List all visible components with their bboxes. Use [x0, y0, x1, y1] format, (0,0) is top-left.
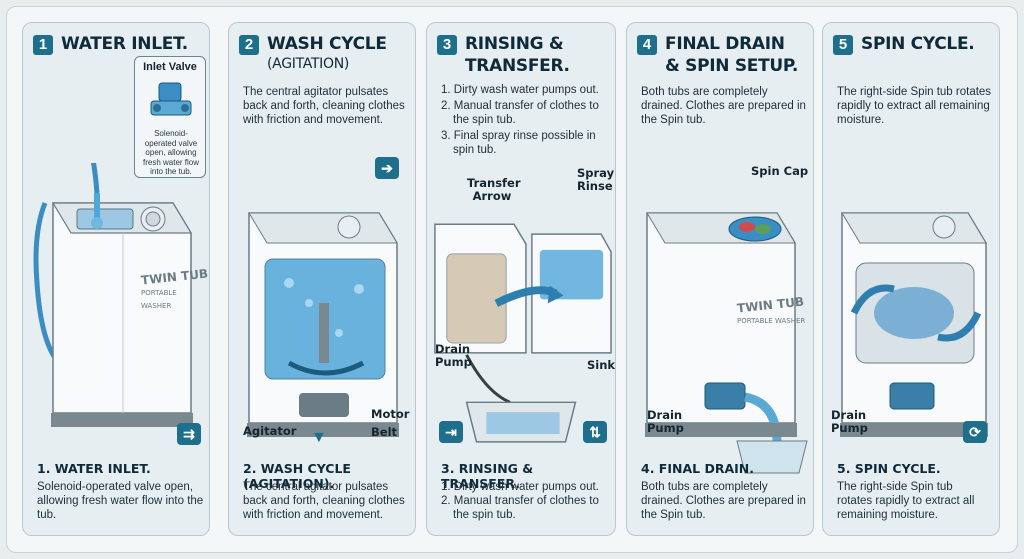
caption-title: 4. FINAL DRAIN. — [641, 461, 754, 476]
inlet-valve-title: Inlet Valve — [135, 61, 205, 73]
step-number: 3 — [437, 35, 457, 55]
direction-icon: ⇉ — [177, 423, 201, 445]
step-title-sub: TRANSFER. — [465, 56, 570, 76]
portable-washer-logo: PORTABLE WASHER — [737, 315, 805, 328]
transfer-arrow-label: Transfer Arrow — [467, 177, 517, 203]
step-title-main: RINSING & — [465, 34, 563, 54]
washer-illustration-drain — [627, 193, 814, 483]
spray-rinse-label: Spray Rinse — [577, 167, 616, 193]
step-number: 1 — [33, 35, 53, 55]
inlet-valve-callout: Inlet Valve Solenoid-operated valve open… — [134, 56, 206, 178]
caption-list: 1. Dirty wash water pumps out. 2. Manual… — [441, 480, 609, 522]
solenoid-valve-icon — [147, 79, 195, 125]
down-arrow-icon: ▼ — [311, 429, 327, 447]
step-panel-4: 4 FINAL DRAIN & SPIN SETUP. Both tubs ar… — [626, 22, 814, 536]
sink-label: Sink — [587, 359, 615, 372]
step-title-main: FINAL DRAIN — [665, 34, 785, 54]
drain-pump-label: Drain Pump — [831, 409, 871, 435]
step-title-main: WASH CYCLE — [267, 34, 387, 54]
list-item: 1. Dirty wash water pumps out. — [441, 83, 611, 97]
drain-pump-label: Drain Pump — [435, 343, 475, 369]
caption-text: Both tubs are completely drained. Clothe… — [641, 480, 809, 522]
spin-cap-label: Spin Cap — [751, 165, 808, 178]
step-number: 4 — [637, 35, 657, 55]
step-number: 5 — [833, 35, 853, 55]
transfer-icon: ⇥ — [439, 421, 463, 443]
list-item: 3. Final spray rinse possible in spin tu… — [441, 129, 611, 157]
motor-label: Motor — [371, 408, 409, 421]
step-title: RINSING & TRANSFER. — [465, 33, 615, 77]
step-panel-2: 2 WASH CYCLE (AGITATION) The central agi… — [228, 22, 416, 536]
caption-title: 1. WATER INLET. — [37, 461, 151, 476]
inlet-valve-text: Solenoid-operated valve open, allowing f… — [139, 129, 203, 177]
step-description-list: 1. Dirty wash water pumps out. 2. Manual… — [441, 83, 611, 159]
drain-pump-label: Drain Pump — [647, 409, 687, 435]
list-item: 2. Manual transfer of clothes to the spi… — [441, 494, 609, 522]
caption-text: Solenoid-operated valve open, allowing f… — [37, 480, 205, 522]
step-title-sub: (AGITATION) — [267, 55, 416, 73]
step-description: Both tubs are completely drained. Clothe… — [641, 85, 809, 127]
belt-label: Belt — [371, 426, 397, 439]
portable-washer-logo: PORTABLE WASHER — [141, 287, 209, 313]
step-description: The central agitator pulsates back and f… — [243, 85, 411, 127]
list-item: 1. Dirty wash water pumps out. — [441, 480, 609, 494]
step-title: WASH CYCLE (AGITATION) — [267, 33, 416, 73]
next-arrow-icon: ➔ — [375, 157, 399, 179]
step-panel-3: 3 RINSING & TRANSFER. 1. Dirty wash wate… — [426, 22, 616, 536]
step-title: SPIN CYCLE. — [861, 33, 1000, 55]
step-panel-5: 5 SPIN CYCLE. The right-side Spin tub ro… — [822, 22, 1000, 536]
spin-rotate-icon: ⟳ — [963, 421, 987, 443]
step-number: 2 — [239, 35, 259, 55]
caption-text: The right-side Spin tub rotates rapidly … — [837, 480, 989, 522]
step-title: WATER INLET. — [61, 33, 210, 55]
step-title: FINAL DRAIN & SPIN SETUP. — [665, 33, 814, 77]
step-description: The right-side Spin tub rotates rapidly … — [837, 85, 995, 127]
list-item: 2. Manual transfer of clothes to the spi… — [441, 99, 611, 127]
vertical-flow-icon: ⇅ — [583, 421, 607, 443]
agitator-label: Agitator — [243, 425, 296, 438]
caption-text: The central agitator pulsates back and f… — [243, 480, 411, 522]
step-title-sub: & SPIN SETUP. — [665, 56, 798, 76]
caption-title: 5. SPIN CYCLE. — [837, 461, 941, 476]
